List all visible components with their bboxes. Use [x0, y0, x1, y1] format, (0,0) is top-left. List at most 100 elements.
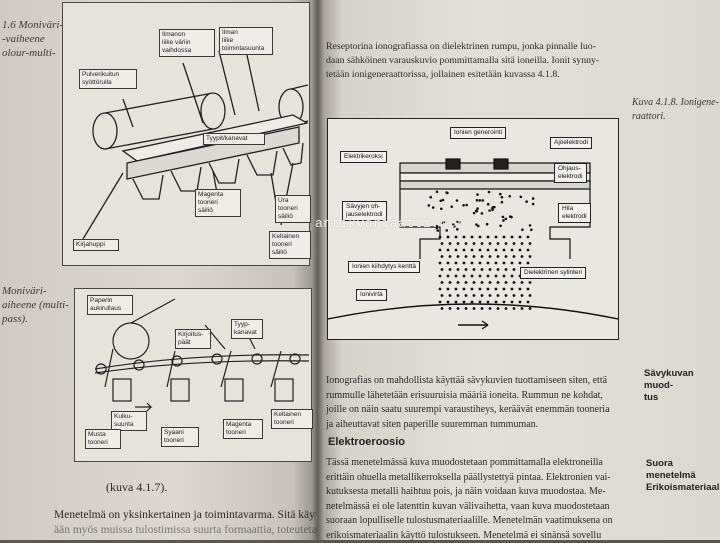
text-line: ään myös muissa tulostimissa suurta form…: [54, 523, 316, 538]
callout-air-change: Ilmanon liike väriin vaihdossa: [159, 29, 215, 57]
ion-dot: [503, 262, 506, 265]
ion-dot: [495, 262, 498, 265]
ion-dot: [513, 307, 516, 310]
ion-dot: [441, 242, 444, 245]
ion-dot: [527, 262, 530, 265]
ion-dot: [499, 193, 502, 196]
ion-dot: [441, 255, 444, 258]
ion-dot: [503, 288, 506, 291]
ion-dot: [532, 197, 535, 200]
callout-exhaust: Kirjahuppi: [73, 239, 119, 251]
callout-line: liike: [222, 37, 270, 45]
label-line: Sävyjen oh-: [346, 203, 383, 211]
ion-dot: [449, 242, 452, 245]
callout-line: Musta: [88, 431, 118, 439]
callout-line: Kirjoitus-: [178, 331, 208, 339]
ion-dot: [473, 307, 476, 310]
callout-line: Ilmanon: [162, 31, 212, 39]
ion-dot: [473, 281, 476, 284]
text-line: Menetelmä on yksinkertainen ja toimintav…: [54, 508, 316, 523]
callout-line: tooneri: [272, 241, 308, 249]
ion-dot: [487, 301, 490, 304]
ion-dot: [513, 242, 516, 245]
ion-dot: [463, 275, 466, 278]
callout-line: säiliö: [272, 249, 308, 257]
side-heading-tone-image: Sävykuvan muod- tus: [644, 368, 720, 404]
ion-stream-dots: [428, 191, 535, 310]
ion-dot: [497, 255, 500, 258]
label-drive-electrode: Ajoelektrodi: [550, 137, 592, 149]
ion-dot: [439, 288, 442, 291]
callout-line: Magenta: [198, 191, 238, 199]
ion-dot: [505, 294, 508, 297]
label-ion-flow: Ionivirta: [356, 289, 387, 301]
side-heading-line: tus: [644, 392, 720, 404]
callout-line: Tyyp-: [234, 321, 260, 329]
callout-black-toner: Musta tooneri: [85, 429, 121, 449]
ion-dot: [487, 249, 490, 252]
ion-dot: [495, 249, 498, 252]
callout-yellow-toner: Keltainen tooneri: [271, 409, 313, 429]
margin-note-line: 1.6 Moniväri-: [2, 18, 63, 32]
ion-dot: [511, 236, 514, 239]
ion-dot: [488, 191, 491, 194]
callout-line: Kirjahuppi: [76, 241, 116, 249]
ion-dot: [509, 215, 512, 218]
label-grid-electrode: Hila elektrodi: [558, 203, 591, 223]
ion-dot: [487, 275, 490, 278]
side-heading-line: Erikoismateriaali: [646, 482, 720, 494]
ion-dot: [471, 301, 474, 304]
ion-dot: [486, 223, 489, 226]
ion-dot: [519, 249, 522, 252]
ion-dot: [457, 255, 460, 258]
ion-dot: [527, 236, 530, 239]
ion-dot: [439, 262, 442, 265]
ion-dot: [465, 294, 468, 297]
ion-dot: [439, 275, 442, 278]
ion-dot: [529, 242, 532, 245]
ion-dot: [530, 229, 533, 232]
ion-dot: [471, 262, 474, 265]
callout-magenta-tank: Magenta tooneri säiliö: [195, 189, 241, 217]
label-line: Hila: [562, 205, 587, 213]
ion-dot: [439, 236, 442, 239]
callout-line: Kulku-: [114, 413, 144, 421]
ion-dot: [447, 301, 450, 304]
callout-line: Keltainen: [272, 233, 308, 241]
callout-air-direction: Ilman liike toimintasuunta: [219, 27, 273, 55]
ion-dot: [505, 268, 508, 271]
ion-dot: [465, 242, 468, 245]
callout-line: säiliö: [198, 207, 238, 215]
ion-dot: [479, 249, 482, 252]
figure-4-1-8-caption: Kuva 4.1.8. Ionigene- raattori.: [632, 96, 719, 124]
intro-paragraph: Reseptorina ionografiassa on dielektrine…: [326, 40, 628, 82]
ion-dot: [462, 204, 465, 207]
text-line: Reseptorina ionografiassa on dielektrine…: [326, 40, 628, 54]
callout-feed-roller: Pulverikuitun syöttörulla: [79, 69, 137, 89]
ion-dot: [463, 262, 466, 265]
callout-line: Ilman: [222, 29, 270, 37]
ion-dot: [513, 268, 516, 271]
ion-dot: [455, 275, 458, 278]
ion-dot: [519, 288, 522, 291]
ion-dot: [457, 294, 460, 297]
callout-line: tooneri: [278, 205, 308, 213]
callout-line: Paperin: [90, 297, 130, 305]
ion-dot: [503, 275, 506, 278]
ion-dot: [501, 196, 504, 199]
ion-dot: [457, 281, 460, 284]
text-line: suoraan lopulliselle tulostusmateriaalil…: [326, 514, 640, 529]
ion-dot: [447, 236, 450, 239]
ion-dot: [502, 216, 505, 219]
ion-dot: [497, 268, 500, 271]
ion-dot: [505, 307, 508, 310]
ion-dot: [497, 281, 500, 284]
ion-dot: [505, 218, 508, 221]
ion-dot: [513, 281, 516, 284]
caption-line: Kuva 4.1.8. Ionigene-: [632, 96, 719, 110]
left-page: 1.6 Moniväri- -vaiheene olour-multi-: [0, 0, 318, 540]
callout-travel-direction: Kulku- suunta: [111, 411, 147, 431]
section-heading-electroerosion: Elektroeroosio: [328, 436, 405, 448]
margin-note-line: pass).: [2, 312, 69, 326]
label-line: Ohjaus-: [558, 165, 583, 173]
